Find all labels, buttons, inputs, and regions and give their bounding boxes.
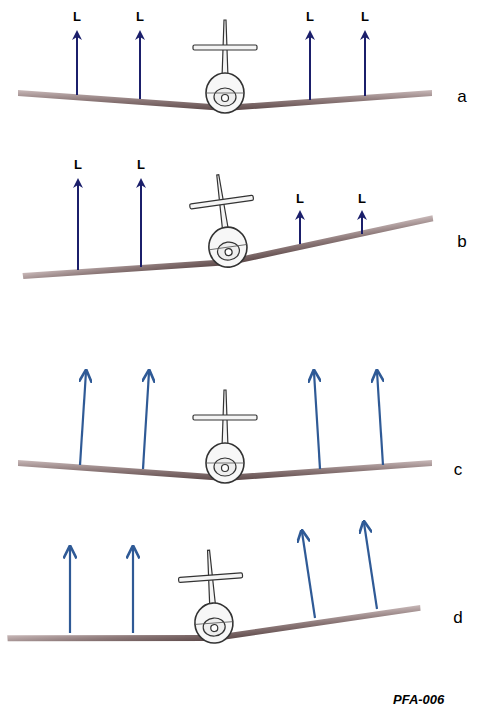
force-label: L bbox=[135, 10, 145, 23]
force-label: L bbox=[73, 158, 83, 171]
panel-letter: a bbox=[456, 88, 467, 105]
panel-letter: b bbox=[456, 233, 467, 250]
force-label: L bbox=[295, 192, 305, 205]
panel-letter: c bbox=[453, 461, 464, 478]
force-label: L bbox=[360, 10, 370, 23]
force-label: L bbox=[72, 10, 82, 23]
panel-letter: d bbox=[452, 609, 463, 626]
force-label: L bbox=[136, 158, 146, 171]
force-label: L bbox=[357, 192, 367, 205]
figure-code: PFA-006 bbox=[392, 693, 445, 706]
force-label: L bbox=[305, 10, 315, 23]
